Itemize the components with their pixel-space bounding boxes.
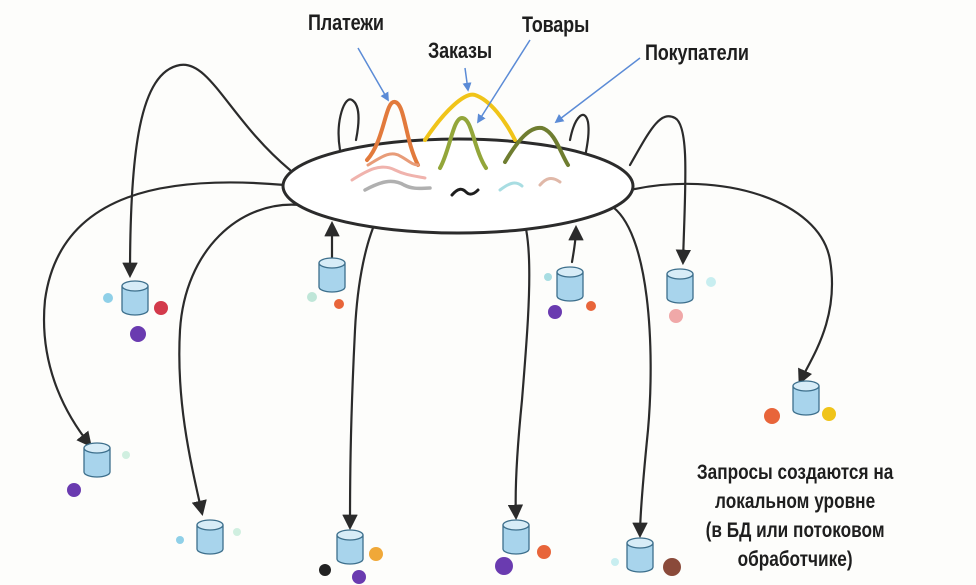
- note-line-3: (в БД или потоковом обработчике): [668, 516, 922, 574]
- local-queries-note: Запросы создаются на локальном уровне (в…: [668, 458, 922, 574]
- pointer-payments: [358, 48, 388, 100]
- query-dot: [611, 558, 619, 566]
- note-line-1: Запросы создаются на: [668, 458, 922, 487]
- query-dot: [369, 547, 383, 561]
- orders-stream-curve: [425, 95, 515, 140]
- query-dot: [537, 545, 551, 559]
- payments-label: Платежи: [308, 10, 384, 36]
- leg-upper-left-loop: [130, 65, 290, 275]
- pointer-orders: [465, 68, 468, 90]
- query-dot: [669, 309, 683, 323]
- database-icon: [337, 530, 363, 564]
- query-dot: [764, 408, 780, 424]
- pointer-customers: [556, 58, 640, 122]
- leg-right-far: [630, 184, 832, 382]
- query-dot: [586, 301, 596, 311]
- query-dot: [154, 301, 168, 315]
- query-dot: [544, 273, 552, 281]
- leg-inner-left: [339, 99, 359, 150]
- query-dot: [495, 557, 513, 575]
- query-dot: [122, 451, 130, 459]
- note-line-2: локальном уровне: [668, 487, 922, 516]
- query-dot: [706, 277, 716, 287]
- query-dot: [334, 299, 344, 309]
- query-dot: [130, 326, 146, 342]
- leg-right-mid: [610, 205, 651, 535]
- leg-left-mid: [179, 205, 300, 513]
- query-dot: [67, 483, 81, 497]
- leg-up-right: [572, 228, 576, 262]
- leg-center-right: [500, 199, 529, 517]
- database-icon: [319, 258, 345, 292]
- query-dot: [319, 564, 331, 576]
- database-icon: [667, 269, 693, 303]
- query-dot: [176, 536, 184, 544]
- database-icon: [122, 281, 148, 315]
- customers-label: Покупатели: [645, 40, 749, 66]
- query-dot: [822, 407, 836, 421]
- query-dot: [548, 305, 562, 319]
- database-icon: [793, 381, 819, 415]
- query-dot: [352, 570, 366, 584]
- database-icon: [197, 520, 223, 554]
- database-icon: [84, 443, 110, 477]
- database-icon: [503, 520, 529, 554]
- goods-label: Товары: [522, 12, 589, 38]
- query-dot: [103, 293, 113, 303]
- database-icon: [557, 267, 583, 301]
- query-dot: [233, 528, 241, 536]
- orders-label: Заказы: [428, 38, 492, 64]
- streaming-platform: [283, 139, 633, 233]
- leg-center-left: [350, 192, 420, 527]
- query-dot: [307, 292, 317, 302]
- database-icon: [627, 538, 653, 572]
